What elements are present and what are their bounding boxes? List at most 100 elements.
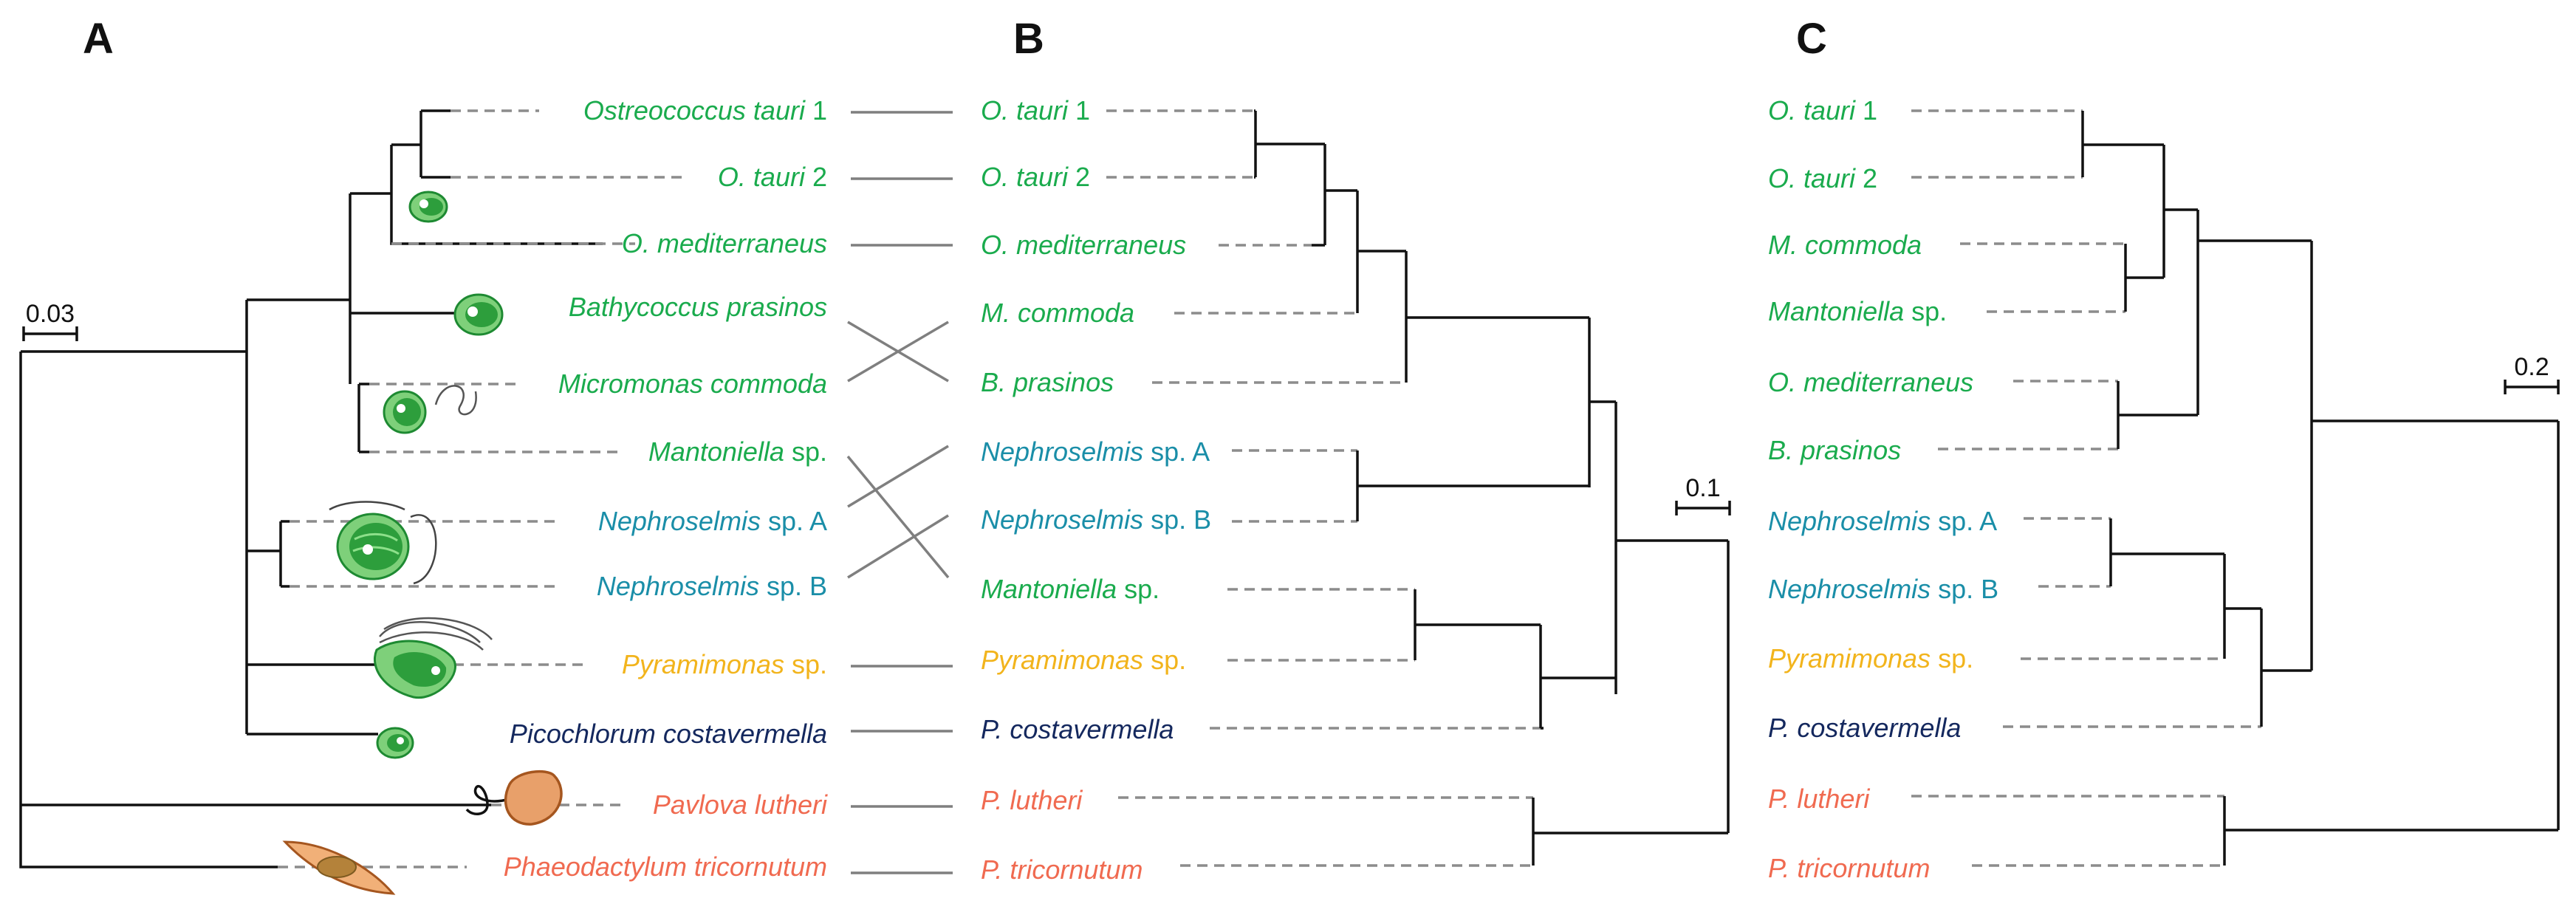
taxon-label-a-4: Micromonas commoda	[558, 369, 827, 399]
taxon-label-c-5: B. prasinos	[1768, 435, 1901, 465]
tree-b-leader-lines	[1106, 109, 1544, 867]
tree-a-branches	[19, 109, 603, 868]
taxon-name: O. mediterraneus	[622, 228, 827, 258]
taxon-name: B. prasinos	[1768, 435, 1901, 465]
taxon-label-b-9: P. costavermella	[981, 714, 1174, 744]
taxon-name: Ostreococcus tauri	[583, 95, 806, 126]
taxon-name: P. lutheri	[1768, 784, 1870, 814]
taxon-name: Mantoniella	[1768, 296, 1904, 326]
taxon-name: O. mediterraneus	[1768, 367, 1973, 397]
taxon-suffix: sp. B	[1931, 574, 1998, 604]
taxon-name: Nephroselmis	[981, 436, 1143, 467]
taxon-suffix: sp.	[1117, 574, 1159, 604]
taxon-suffix: sp.	[1904, 296, 1947, 326]
taxon-name: Mantoniella	[648, 436, 784, 467]
scale-bar-b-label: 0.1	[1685, 474, 1720, 502]
flagellate-cell-icon	[373, 617, 493, 699]
taxon-label-a-2: O. mediterraneus	[622, 228, 827, 258]
taxon-name: B. prasinos	[981, 367, 1114, 397]
taxon-label-a-5: Mantoniella sp.	[648, 436, 827, 467]
taxon-label-c-7: Nephroselmis sp. B	[1768, 574, 1998, 604]
taxon-label-a-0: Ostreococcus tauri 1	[583, 95, 827, 126]
haptophyte-cell-icon	[465, 770, 563, 826]
taxon-label-a-1: O. tauri 2	[718, 162, 827, 192]
taxon-name: P. lutheri	[981, 785, 1083, 815]
flagellate-cell-icon	[383, 385, 477, 434]
taxon-name: Nephroselmis	[597, 571, 759, 601]
taxon-label-c-9: P. costavermella	[1768, 713, 1961, 743]
taxon-label-c-1: O. tauri 2	[1768, 163, 1877, 193]
flagellate-cell-icon	[329, 501, 437, 585]
scale-bar-c-label: 0.2	[2514, 353, 2549, 381]
taxon-label-c-11: P. tricornutum	[1768, 853, 1930, 883]
taxon-name: Mantoniella	[981, 574, 1117, 604]
panel-c-letter: C	[1796, 15, 1827, 63]
taxon-suffix: 1	[1855, 95, 1877, 126]
taxon-name: P. tricornutum	[1768, 853, 1930, 883]
tanglegram-connectors	[846, 111, 953, 874]
taxon-label-c-3: Mantoniella sp.	[1768, 296, 1947, 326]
taxon-suffix: 1	[1068, 95, 1090, 126]
taxon-suffix: sp. A	[1931, 506, 1997, 536]
taxon-name: Nephroselmis	[1768, 506, 1931, 536]
taxon-label-b-11: P. tricornutum	[981, 854, 1143, 885]
taxon-suffix: sp.	[1143, 645, 1186, 675]
tree-b-labels: O. tauri 1 O. tauri 2 O. mediterraneus M…	[981, 95, 1211, 885]
taxon-label-a-7: Nephroselmis sp. B	[597, 571, 827, 601]
taxon-label-c-6: Nephroselmis sp. A	[1768, 506, 1997, 536]
panel-b-letter: B	[1013, 15, 1044, 63]
taxon-name: Pyramimonas	[622, 649, 784, 679]
taxon-suffix: sp. B	[1143, 504, 1211, 535]
taxon-suffix: 2	[1068, 162, 1090, 192]
taxon-name: P. costavermella	[981, 714, 1174, 744]
taxon-label-a-3: Bathycoccus prasinos	[569, 292, 827, 322]
taxon-suffix: 2	[1855, 163, 1877, 193]
taxon-suffix: sp. B	[759, 571, 827, 601]
taxon-name: P. costavermella	[1768, 713, 1961, 743]
taxon-name: Micromonas commoda	[558, 369, 827, 399]
taxon-label-b-6: Nephroselmis sp. B	[981, 504, 1211, 535]
taxon-suffix: 2	[805, 162, 827, 192]
taxon-name: Picochlorum costavermella	[510, 719, 827, 749]
diatom-cell-icon	[282, 840, 396, 895]
taxon-label-a-11: Phaeodactylum tricornutum	[504, 851, 827, 882]
taxon-label-c-0: O. tauri 1	[1768, 95, 1877, 126]
taxon-label-b-1: O. tauri 2	[981, 162, 1090, 192]
taxon-label-b-2: O. mediterraneus	[981, 230, 1186, 260]
taxon-label-c-2: M. commoda	[1768, 230, 1922, 260]
taxon-label-a-6: Nephroselmis sp. A	[598, 506, 827, 536]
taxon-name: Nephroselmis	[598, 506, 761, 536]
taxon-name: Phaeodactylum tricornutum	[504, 851, 827, 882]
taxon-suffix: 1	[805, 95, 827, 126]
taxon-label-b-3: M. commoda	[981, 298, 1134, 328]
taxon-label-b-7: Mantoniella sp.	[981, 574, 1159, 604]
taxon-label-b-10: P. lutheri	[981, 785, 1083, 815]
taxon-name: P. tricornutum	[981, 854, 1143, 885]
taxon-name: M. commoda	[1768, 230, 1922, 260]
tree-a-labels: Ostreococcus tauri 1 O. tauri 2 O. medit…	[504, 95, 828, 882]
tree-a-leader-lines	[278, 109, 683, 868]
taxon-label-c-10: P. lutheri	[1768, 784, 1870, 814]
tree-c-branches	[2081, 111, 2560, 866]
taxon-suffix: sp.	[784, 649, 827, 679]
taxon-label-b-4: B. prasinos	[981, 367, 1114, 397]
taxon-label-c-4: O. mediterraneus	[1768, 367, 1973, 397]
taxon-label-b-8: Pyramimonas sp.	[981, 645, 1186, 675]
prasinophyte-cell-icon	[376, 727, 414, 759]
scale-bar-a-label: 0.03	[26, 300, 75, 328]
taxon-label-a-8: Pyramimonas sp.	[622, 649, 827, 679]
taxon-name: Pavlova lutheri	[653, 789, 828, 820]
taxon-name: O. tauri	[981, 95, 1069, 126]
tree-c-leader-lines	[1911, 109, 2261, 867]
panel-a-letter: A	[83, 15, 114, 63]
tree-b-branches	[1254, 109, 1730, 866]
taxon-label-c-8: Pyramimonas sp.	[1768, 643, 1973, 674]
taxon-name: Nephroselmis	[981, 504, 1143, 535]
prasinophyte-cell-icon	[408, 191, 448, 223]
taxon-label-a-9: Picochlorum costavermella	[510, 719, 827, 749]
taxon-name: Pyramimonas	[1768, 643, 1931, 674]
taxon-name: Bathycoccus prasinos	[569, 292, 827, 322]
prasinophyte-cell-icon	[453, 293, 504, 336]
taxon-suffix: sp. A	[761, 506, 827, 536]
